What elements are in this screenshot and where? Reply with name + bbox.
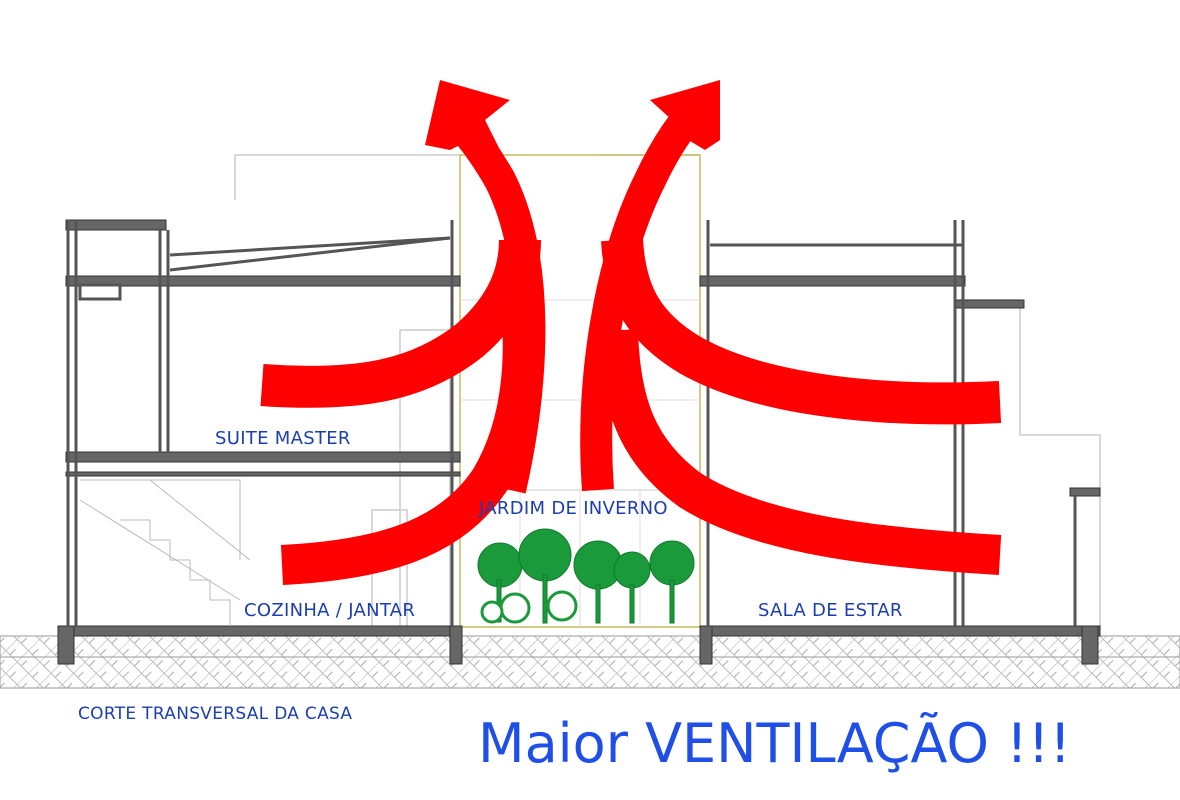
ground-hatch [0,635,1180,689]
room-label-cozinha-jantar: COZINHA / JANTAR [244,600,416,621]
arrowhead-left [425,80,510,150]
room-label-jardim-de-inverno: JARDIM DE INVERNO [479,498,668,519]
drawing-caption: CORTE TRANSVERSAL DA CASA [78,704,353,724]
room-label-suite-master: SUITE MASTER [215,428,351,449]
staircase [79,479,251,626]
headline: Maior VENTILAÇÃO !!! [478,712,1072,775]
arrowhead-right [650,80,720,150]
airflow-upper-right [601,238,1002,425]
structure [57,219,1101,665]
garden-trees [477,528,695,624]
airflow-upper-left [260,239,541,408]
room-label-sala-de-estar: SALA DE ESTAR [758,600,903,621]
airflow-lower-right [598,329,1002,575]
